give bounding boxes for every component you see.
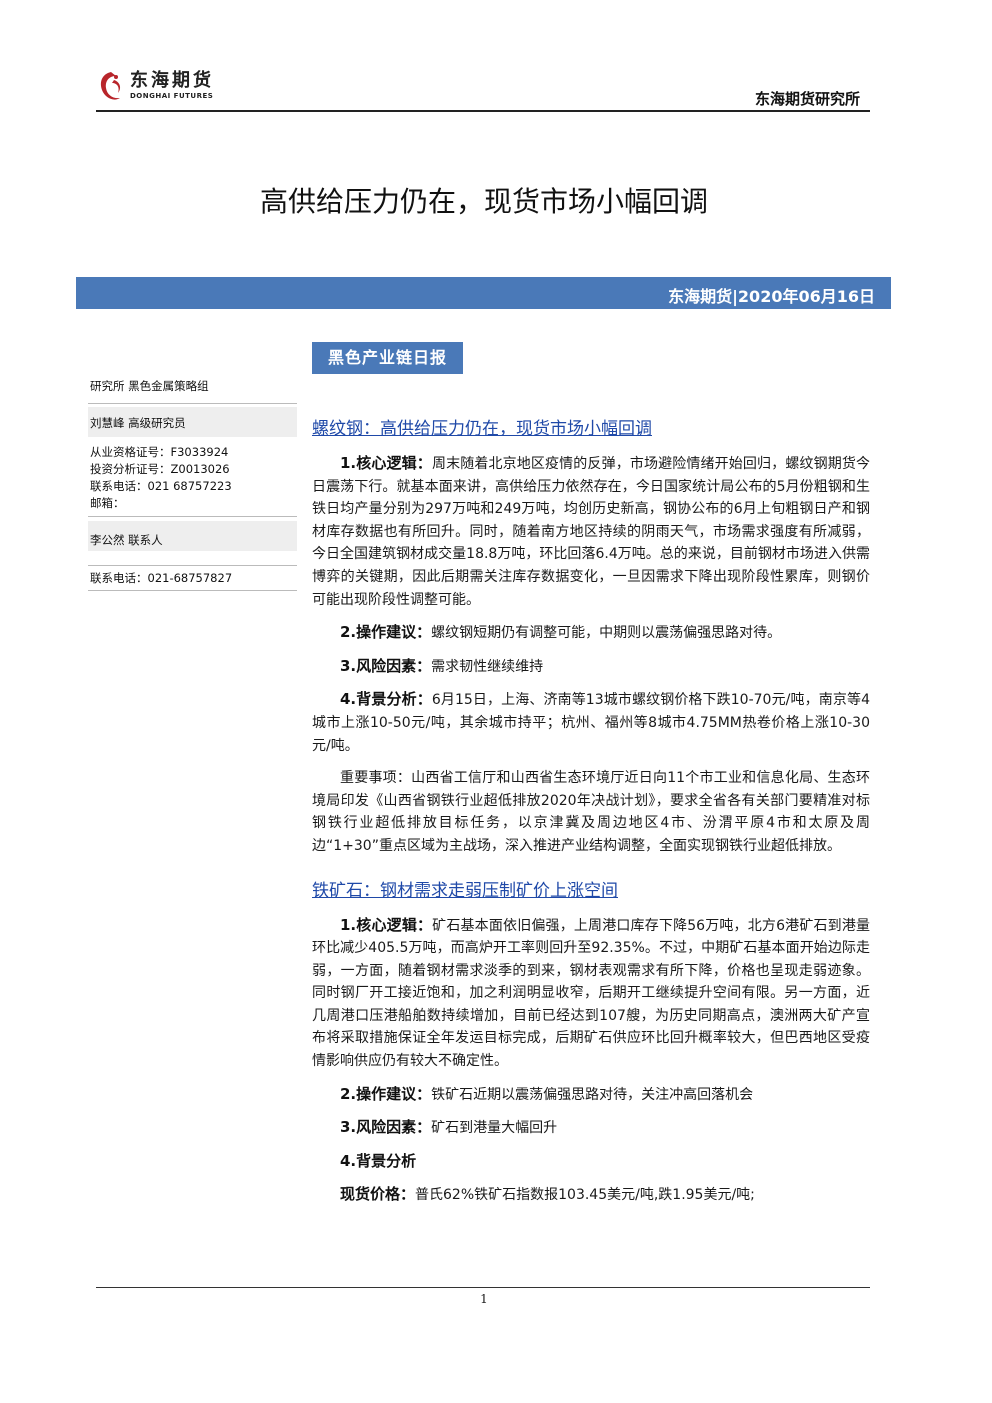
sidebar-shade	[88, 407, 297, 437]
paragraph-label: 2.操作建议：	[340, 1084, 432, 1103]
paragraph-label: 4.背景分析：	[340, 690, 432, 709]
sidebar-shade	[88, 521, 297, 551]
paragraph-label: 3.风险因素：	[340, 1118, 432, 1137]
dragon-logo-icon	[100, 72, 121, 100]
sidebar-analyst-1: 刘慧峰 高级研究员	[90, 416, 186, 430]
organization-name: 东海期货研究所	[754, 90, 860, 108]
page-number: 1	[480, 1292, 488, 1306]
paragraph-label: 3.风险因素：	[340, 656, 432, 675]
header-divider	[96, 110, 870, 112]
footer-divider	[96, 1287, 870, 1288]
logo-english-name: DONGHAI FUTURES	[130, 92, 214, 100]
paragraph-label: 4.背景分析	[340, 1151, 417, 1170]
paragraph-text: 矿石基本面依旧偏强，上周港口库存下降56万吨，北方6港矿石到港量环比减少405.…	[312, 917, 870, 1070]
sidebar-cert-1: 从业资格证号：F3033924	[90, 445, 229, 459]
sidebar-email: 邮箱：	[90, 496, 125, 510]
logo-chinese-name: 东海期货	[130, 70, 214, 91]
paragraph-text: 矿石到港量大幅回升	[431, 1120, 558, 1137]
paragraph: 1.核心逻辑：周末随着北京地区疫情的反弹，市场避险情绪开始回归，螺纹钢期货今日震…	[312, 452, 870, 611]
report-title: 高供给压力仍在，现货市场小幅回调	[259, 185, 708, 218]
paragraph-text: 需求韧性继续维持	[431, 658, 544, 675]
section-title-rebar[interactable]: 螺纹钢：高供给压力仍在，现货市场小幅回调	[312, 419, 652, 439]
paragraph: 1.核心逻辑：矿石基本面依旧偏强，上周港口库存下降56万吨，北方6港矿石到港量环…	[312, 914, 870, 1073]
paragraph: 4.背景分析：6月15日，上海、济南等13城市螺纹钢价格下跌10-70元/吨，南…	[312, 688, 870, 757]
report-date: 东海期货|2020年06月16日	[668, 287, 875, 306]
paragraph-text: 普氏62%铁矿石指数报103.45美元/吨,跌1.95美元/吨;	[415, 1187, 755, 1204]
paragraph: 3.风险因素：矿石到港量大幅回升	[312, 1116, 870, 1140]
paragraph: 4.背景分析	[312, 1150, 870, 1174]
paragraph: 2.操作建议：铁矿石近期以震荡偏强思路对待，关注冲高回落机会	[312, 1083, 870, 1107]
paragraph: 2.操作建议：螺纹钢短期仍有调整可能，中期则以震荡偏强思路对待。	[312, 621, 870, 645]
paragraph-text: 铁矿石近期以震荡偏强思路对待，关注冲高回落机会	[431, 1086, 754, 1103]
sidebar-phone-2: 联系电话：021-68757827	[90, 571, 233, 585]
paragraph-text: 周末随着北京地区疫情的反弹，市场避险情绪开始回归，螺纹钢期货今日震荡下行。就基本…	[312, 456, 871, 608]
paragraph: 3.风险因素：需求韧性继续维持	[312, 655, 870, 679]
sidebar-phone-1: 联系电话：021 68757223	[90, 479, 232, 493]
sidebar-analyst-2: 李公然 联系人	[90, 533, 163, 547]
paragraph: 重要事项：山西省工信厅和山西省生态环境厅近日向11个市工业和信息化局、生态环境局…	[312, 767, 870, 857]
sidebar-cert-2: 投资分析证号：Z0013026	[90, 462, 230, 476]
paragraph-label: 1.核心逻辑：	[340, 915, 433, 934]
sidebar-divider	[88, 403, 297, 404]
paragraph-text: 重要事项：山西省工信厅和山西省生态环境厅近日向11个市工业和信息化局、生态环境局…	[312, 770, 870, 854]
company-logo: 东海期货 DONGHAI FUTURES	[96, 66, 236, 110]
sidebar-dept: 研究所 黑色金属策略组	[90, 379, 209, 393]
sidebar-divider	[88, 516, 297, 517]
sidebar-divider	[88, 565, 297, 566]
paragraph-label: 1.核心逻辑：	[340, 454, 432, 472]
report-body: 螺纹钢：高供给压力仍在，现货市场小幅回调 1.核心逻辑：周末随着北京地区疫情的反…	[312, 414, 870, 1217]
paragraph-label: 2.操作建议：	[340, 623, 432, 642]
paragraph-text: 6月15日，上海、济南等13城市螺纹钢价格下跌10-70元/吨，南京等4城市上涨…	[312, 692, 870, 754]
paragraph: 现货价格：普氏62%铁矿石指数报103.45美元/吨,跌1.95美元/吨;	[312, 1183, 870, 1207]
sidebar-divider	[88, 590, 297, 591]
report-category-tag: 黑色产业链日报	[312, 342, 463, 374]
paragraph-text: 螺纹钢短期仍有调整可能，中期则以震荡偏强思路对待。	[431, 625, 782, 642]
paragraph-label: 现货价格：	[340, 1185, 416, 1204]
date-banner: 东海期货|2020年06月16日	[76, 277, 891, 309]
section-title-iron-ore[interactable]: 铁矿石：钢材需求走弱压制矿价上涨空间	[312, 880, 618, 901]
